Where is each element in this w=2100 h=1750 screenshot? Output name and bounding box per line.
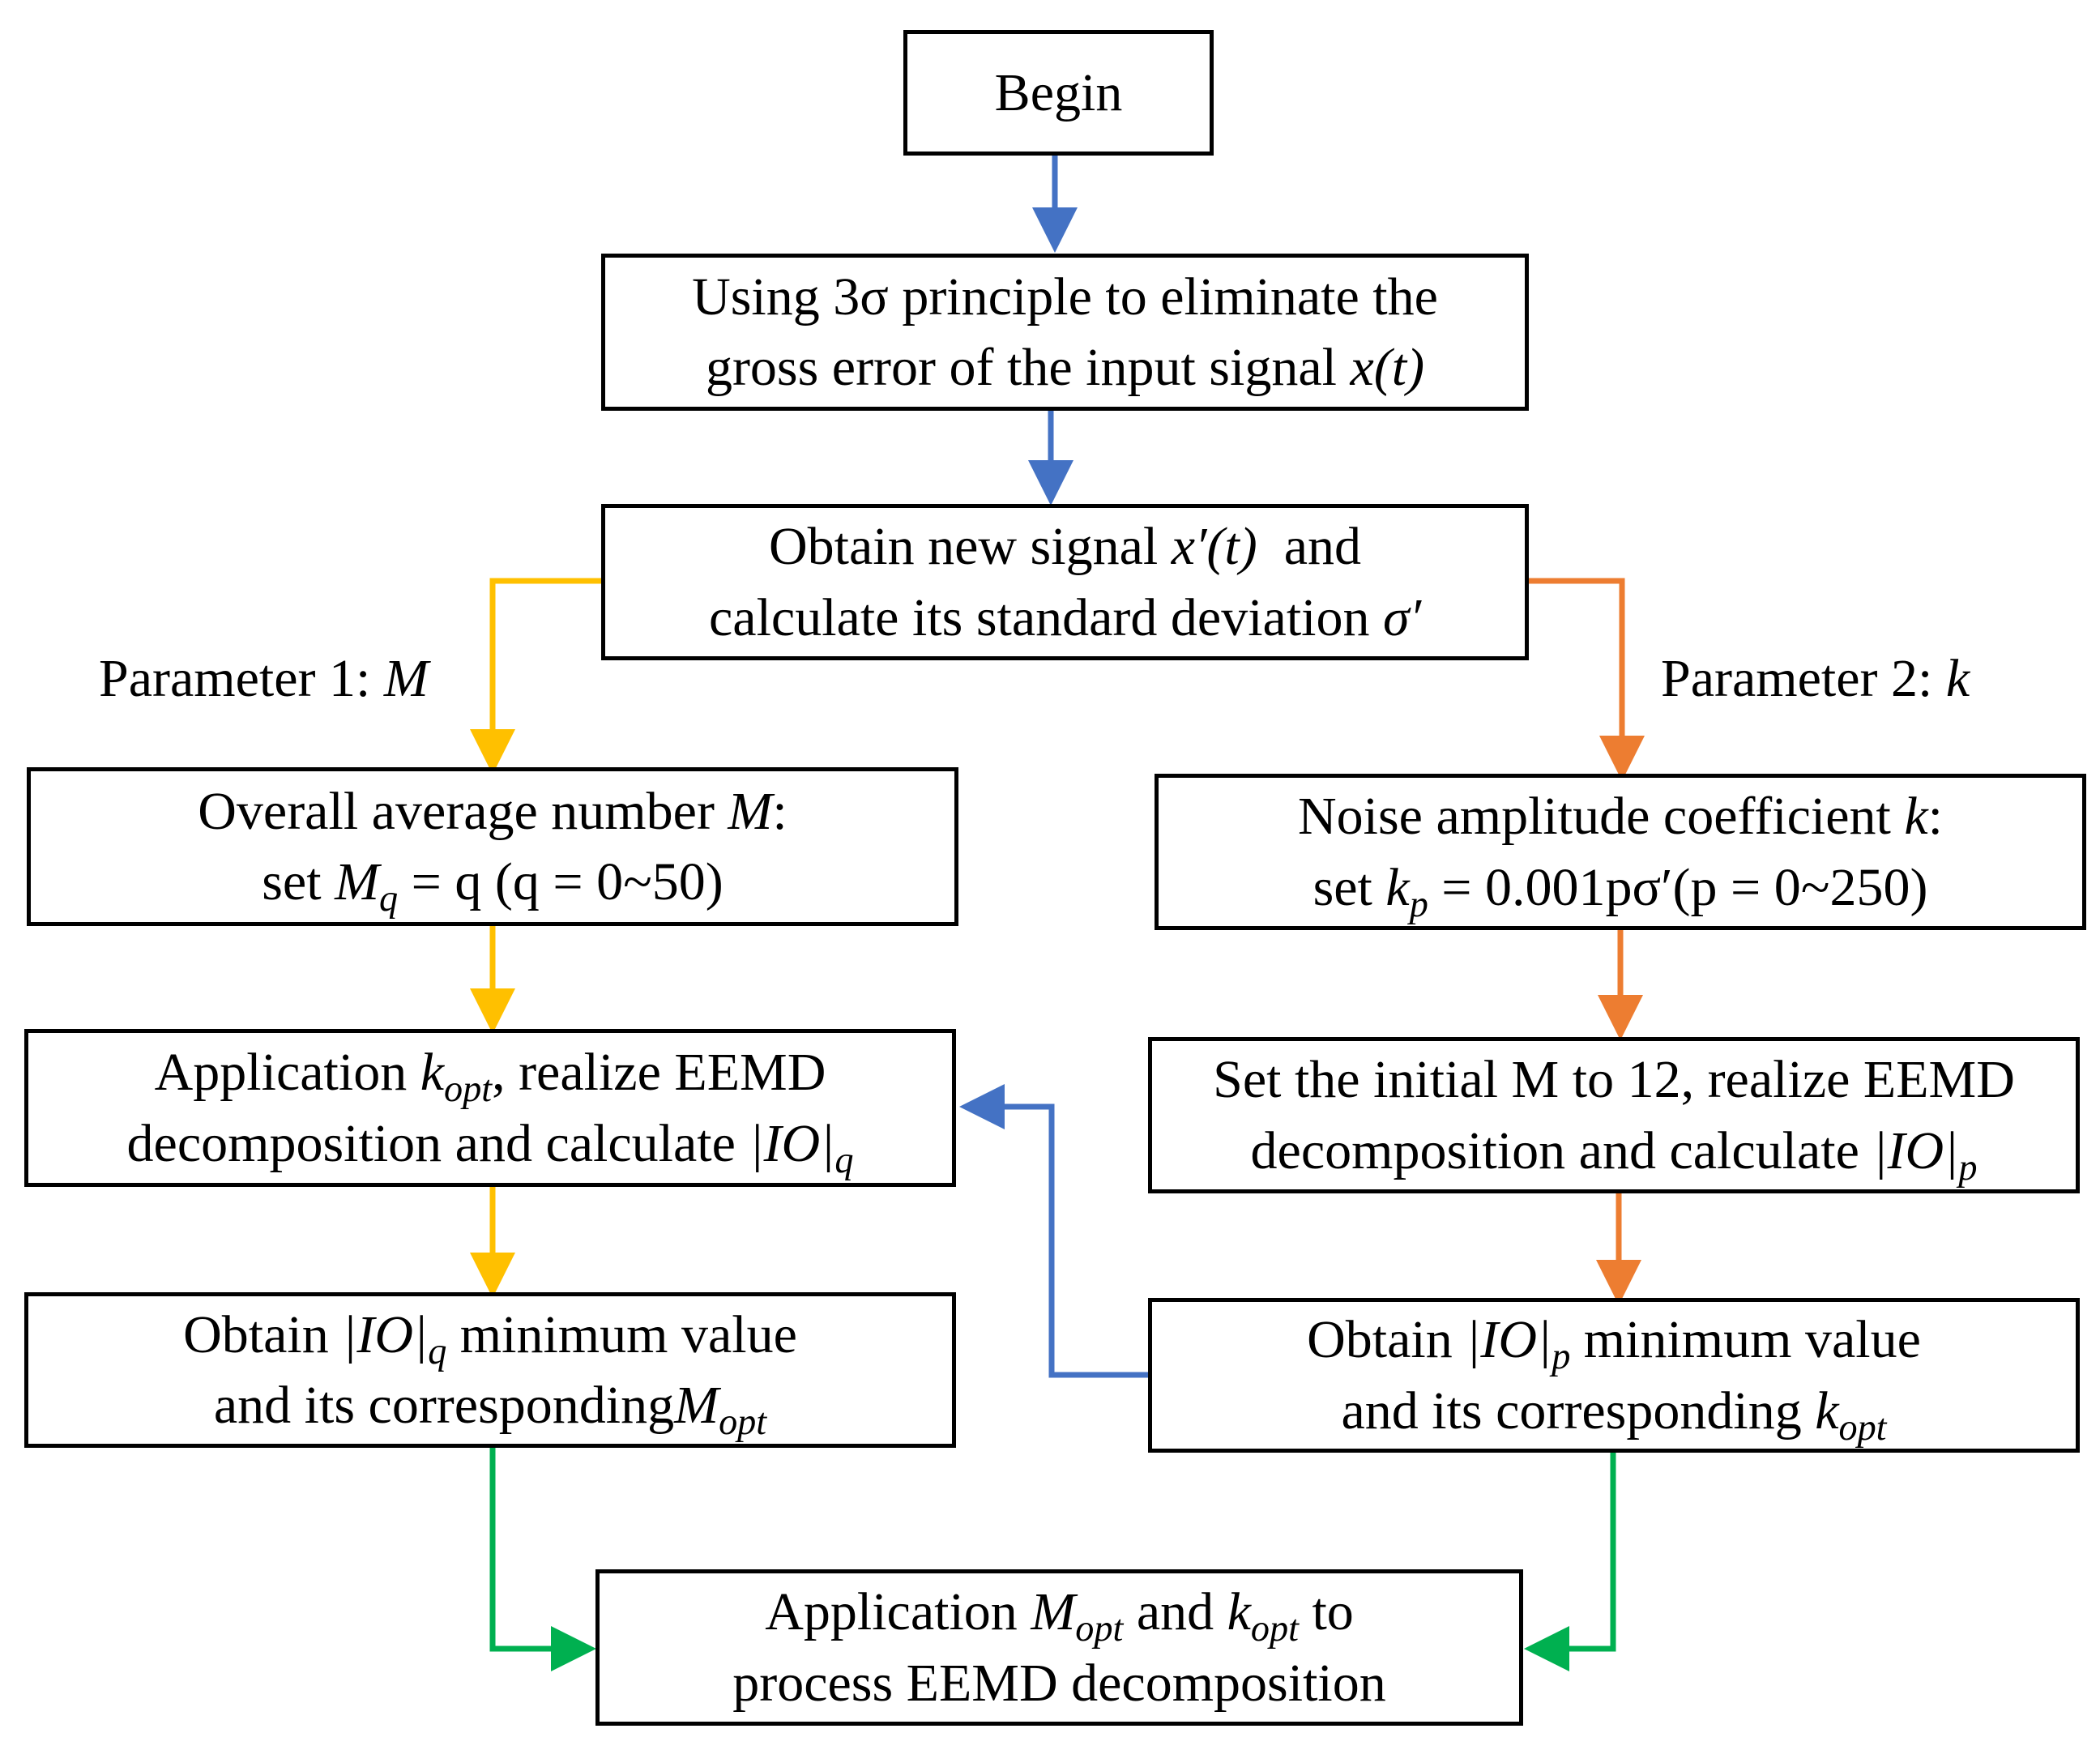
arrow-min-q-to-final: [489, 1448, 596, 1671]
node-final-process-eemd: Application Mopt and kopt to process EEM…: [595, 1569, 1523, 1726]
arrow-min-p-to-final: [1524, 1453, 1616, 1671]
node-min-q-line1: Obtain |IO|q minimum value: [183, 1304, 797, 1372]
node-noise-amplitude-coefficient: Noise amplitude coefficient k: set kp = …: [1155, 774, 2086, 930]
arrow-obtain-to-avg-number: [470, 578, 601, 775]
node-set-initial-m: Set the initial M to 12, realize EEMD de…: [1148, 1037, 2080, 1193]
node-final-line2: process EEMD decomposition: [732, 1653, 1386, 1713]
node-eliminate-line1: Using 3σ principle to eliminate the: [692, 267, 1438, 327]
node-obtain-new-signal: Obtain new signal x′(t) and calculate it…: [601, 504, 1529, 660]
node-apply-kopt-line1: Application kopt, realize EEMD: [154, 1043, 826, 1110]
arrow-obtain-to-noise-coeff: [1529, 578, 1645, 781]
node-noise-line2: set kp = 0.001pσ′(p = 0~250): [1312, 857, 1928, 924]
node-eliminate-gross-error: Using 3σ principle to eliminate the gros…: [601, 254, 1529, 411]
node-avg-line1: Overall average number M:: [198, 781, 788, 841]
node-obtain-signal-line1: Obtain new signal x′(t) and: [768, 517, 1362, 577]
node-noise-line1: Noise amplitude coefficient k:: [1297, 787, 1943, 847]
node-begin: Begin: [903, 30, 1214, 156]
label-parameter-1: Parameter 1: M: [99, 649, 429, 708]
arrow-min-p-to-apply-kopt: [959, 1084, 1148, 1378]
node-avg-line2: set Mq = q (q = 0~50): [262, 852, 723, 919]
node-begin-text: Begin: [994, 62, 1123, 122]
node-min-q-line2: and its correspondingMopt: [213, 1376, 767, 1442]
node-apply-kopt-line2: decomposition and calculate |IO|q: [126, 1113, 854, 1180]
node-min-p-line1: Obtain |IO|p minimum value: [1307, 1310, 1921, 1377]
node-set-initial-line1: Set the initial M to 12, realize EEMD: [1213, 1050, 2015, 1110]
node-obtain-min-q: Obtain |IO|q minimum value and its corre…: [24, 1292, 956, 1448]
node-obtain-min-p: Obtain |IO|p minimum value and its corre…: [1148, 1298, 2080, 1453]
label-parameter-2: Parameter 2: k: [1661, 649, 1970, 708]
node-application-kopt: Application kopt, realize EEMD decomposi…: [24, 1029, 956, 1187]
node-final-line1: Application Mopt and kopt to: [765, 1582, 1354, 1650]
node-obtain-signal-line2: calculate its standard deviation σ′: [708, 587, 1422, 647]
node-eliminate-line2: gross error of the input signal x(t): [705, 338, 1425, 397]
node-set-initial-line2: decomposition and calculate |IO|p: [1250, 1120, 1978, 1188]
node-min-p-line2: and its corresponding kopt: [1341, 1381, 1887, 1448]
node-overall-average-number: Overall average number M: set Mq = q (q …: [27, 767, 958, 926]
